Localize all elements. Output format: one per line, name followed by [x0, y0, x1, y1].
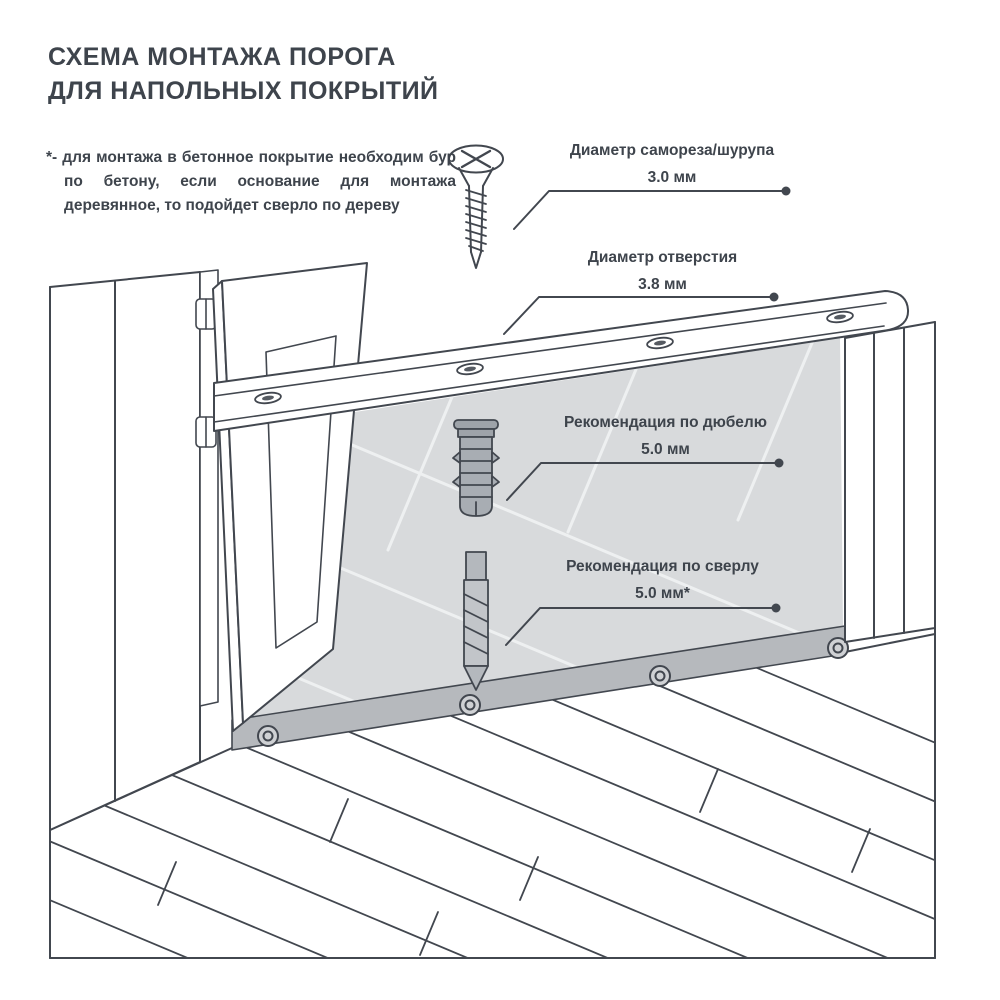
page-title: СХЕМА МОНТАЖА ПОРОГА ДЛЯ НАПОЛЬНЫХ ПОКРЫ…	[48, 40, 439, 108]
callout-dowel-size: Рекомендация по дюбелю 5.0 мм	[548, 413, 783, 459]
callout-value: 3.8 мм	[638, 276, 687, 293]
scene-border	[49, 286, 936, 959]
callout-line-screw-diameter	[513, 186, 791, 230]
door-frame-right	[844, 321, 936, 643]
page-title-line2: ДЛЯ НАПОЛЬНЫХ ПОКРЫТИЙ	[48, 77, 439, 105]
callout-hole-diameter: Диаметр отверстия 3.8 мм	[545, 248, 780, 294]
floor-mounting-strip	[231, 625, 849, 751]
callout-screw-diameter: Диаметр самореза/шурупа 3.0 мм	[552, 141, 792, 187]
callout-value: 5.0 мм	[641, 441, 690, 458]
callout-leader-lines	[503, 186, 791, 646]
callout-label: Рекомендация по сверлу	[566, 558, 759, 575]
page-title-line1: СХЕМА МОНТАЖА ПОРОГА	[48, 43, 396, 71]
footnote: *- для монтажа в бетонное покрытие необх…	[46, 149, 456, 214]
hinge-icon	[195, 298, 217, 448]
callout-label: Рекомендация по дюбелю	[564, 414, 767, 431]
threshold-profile	[213, 290, 910, 432]
dowel-icon	[452, 419, 500, 517]
callout-value: 5.0 мм*	[635, 585, 690, 602]
callout-line-dowel-size	[506, 458, 784, 501]
floor-screw-holes	[257, 637, 849, 747]
callout-value: 3.0 мм	[647, 169, 697, 186]
callout-label: Диаметр отверстия	[587, 249, 738, 266]
drill-bit-icon	[463, 551, 489, 691]
threshold-screw-holes	[254, 310, 854, 405]
callout-line-hole-diameter	[503, 292, 779, 335]
callout-line-drill-size	[505, 603, 781, 646]
callout-label: Диаметр самореза/шурупа	[569, 142, 775, 159]
screw-icon	[448, 144, 504, 269]
door-frame-left	[49, 269, 219, 831]
callout-drill-size: Рекомендация по сверлу 5.0 мм*	[545, 557, 780, 603]
